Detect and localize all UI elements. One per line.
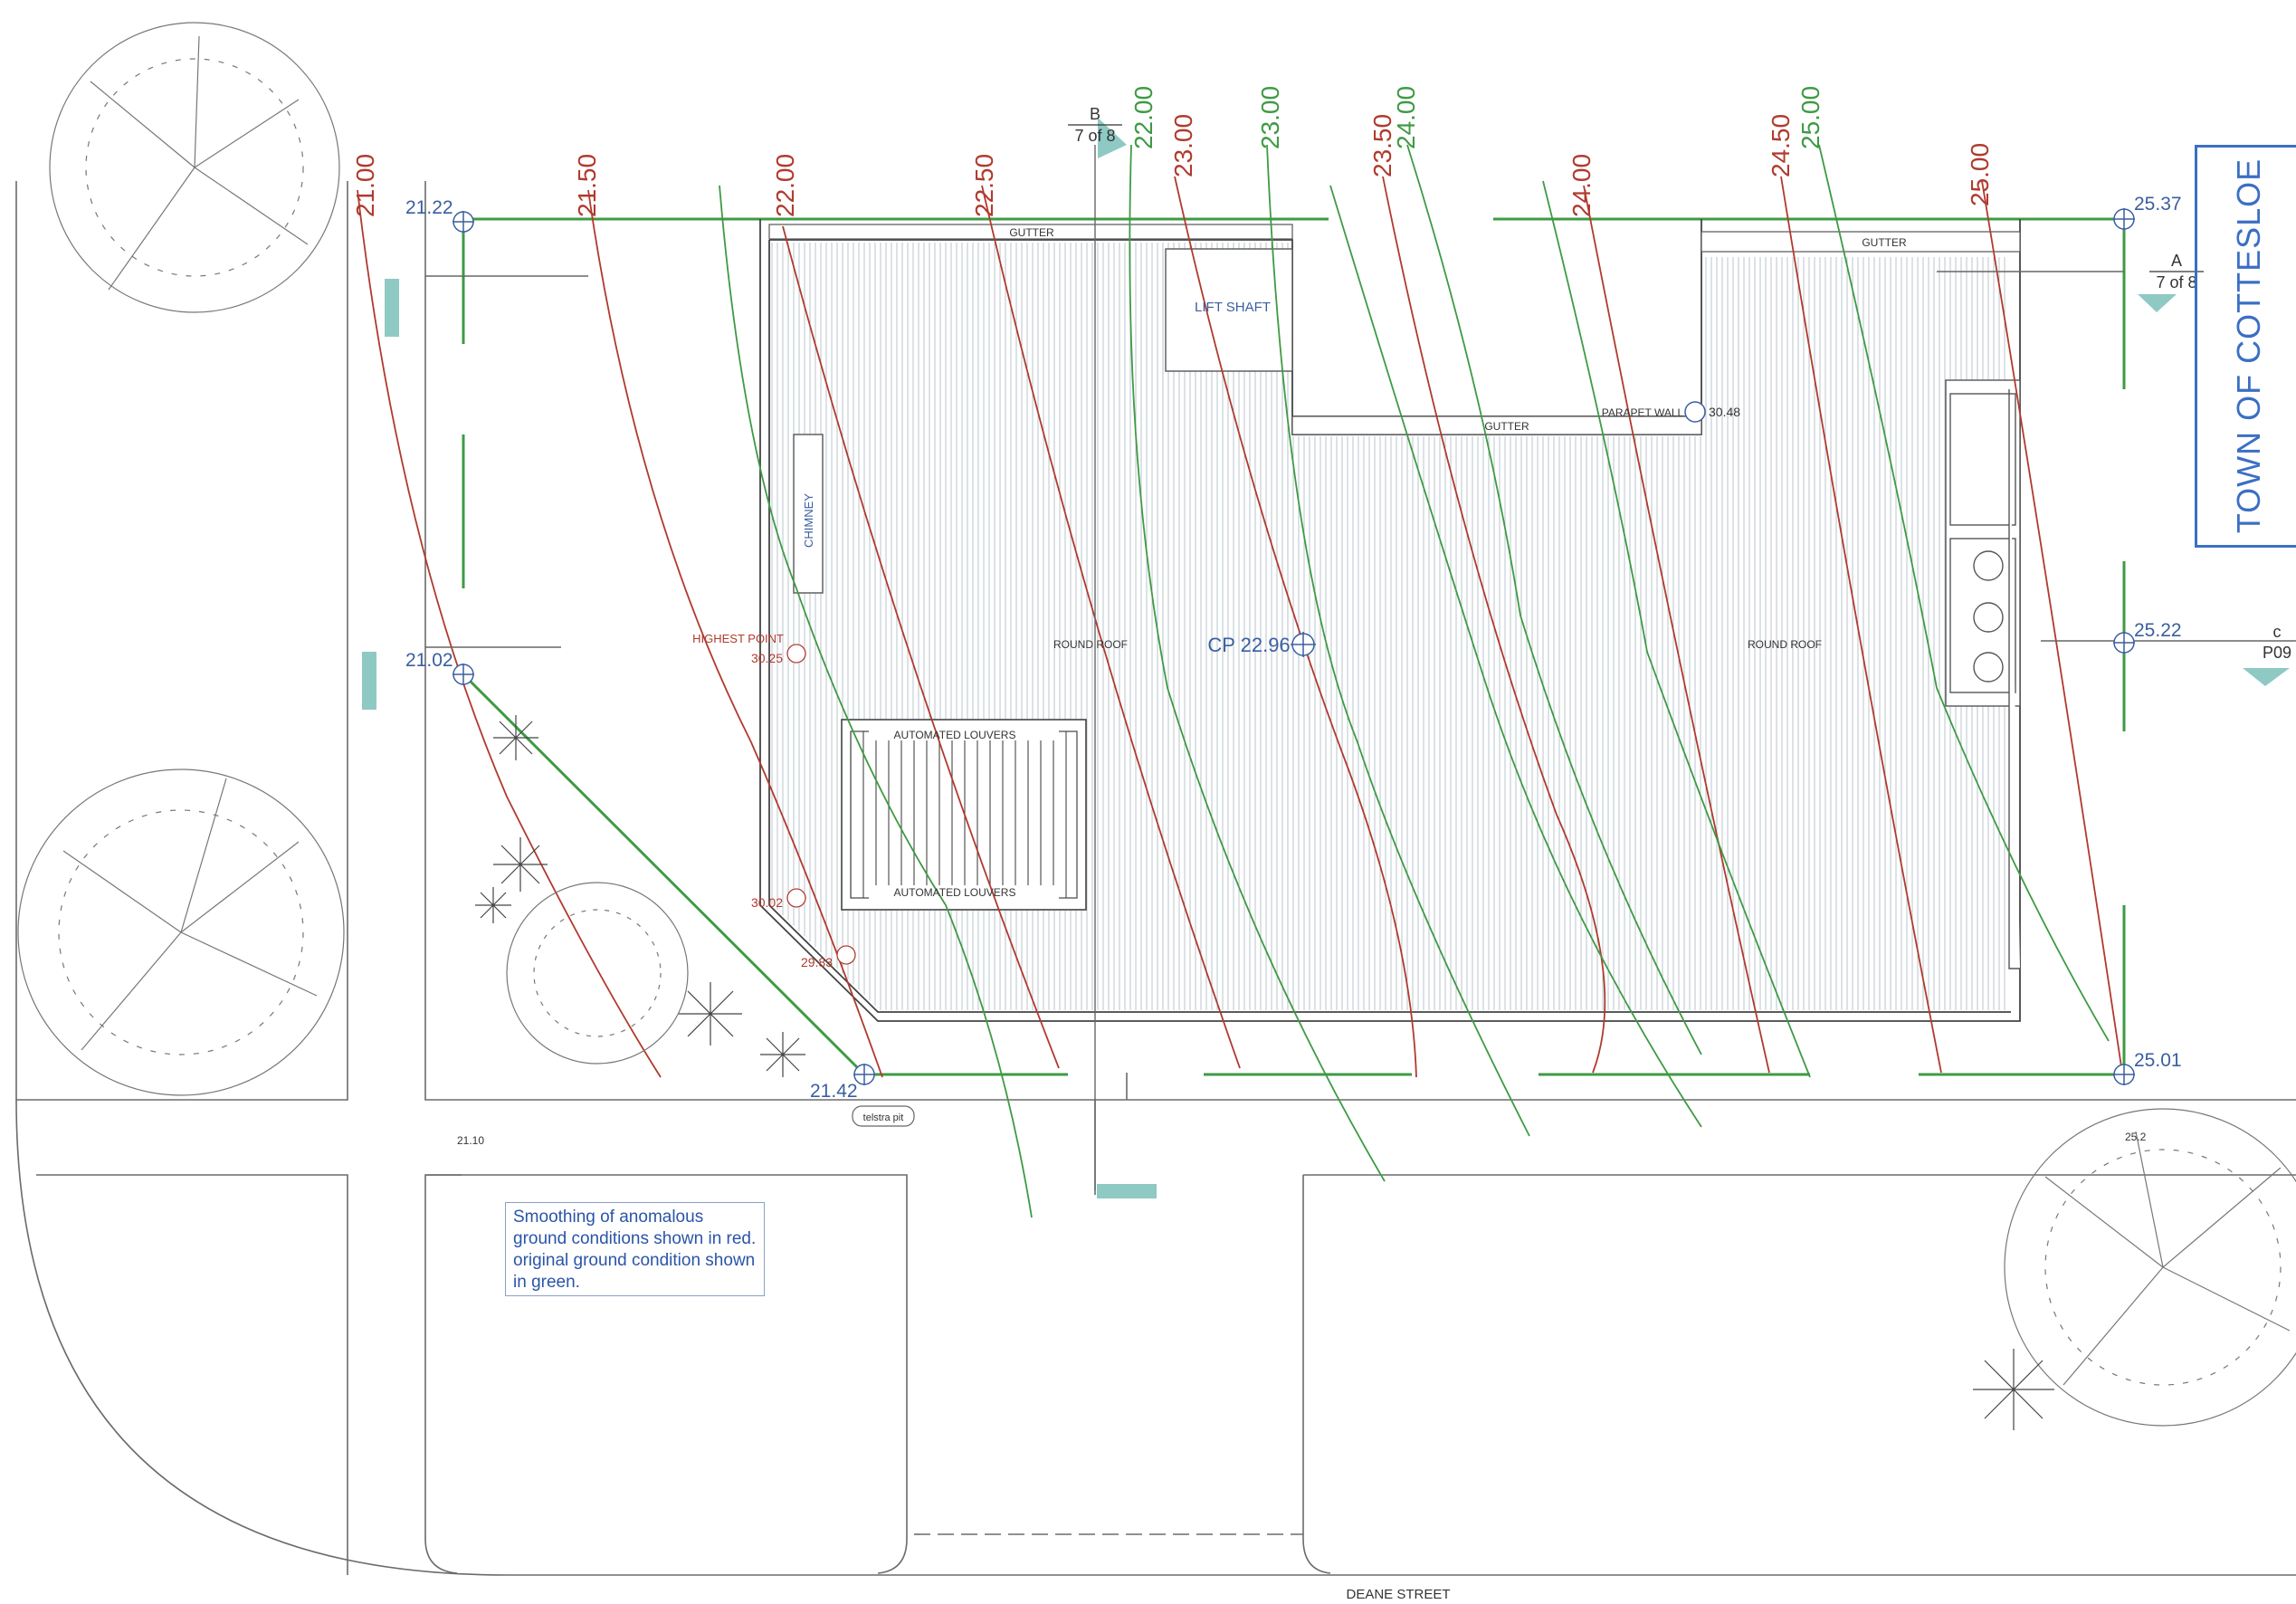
highest-point-label: HIGHEST POINT <box>692 632 784 645</box>
section-c-sheet: P09 <box>2263 644 2291 662</box>
section-arrows <box>362 118 2290 1198</box>
street-name: DEANE STREET <box>1346 1587 1450 1602</box>
red-contour-label: 21.00 <box>351 154 379 217</box>
red-contour-label: 23.00 <box>1169 114 1197 177</box>
level-mid-left: 21.02 <box>405 650 453 671</box>
building-labels: GUTTER GUTTER GUTTER LIFT SHAFT PARAPET … <box>457 226 2147 1602</box>
section-marker-lines <box>425 145 2296 1190</box>
round-roof-label-right: ROUND ROOF <box>1748 638 1822 651</box>
gutter-label-right: GUTTER <box>1862 236 1907 249</box>
parapet-wall-label: PARAPET WALL <box>1602 406 1684 419</box>
green-contour-label: 25.00 <box>1796 86 1824 149</box>
section-a-letter: A <box>2171 252 2182 270</box>
red-contour-label: 23.50 <box>1368 114 1396 177</box>
legend-note: Smoothing of anomalous ground conditions… <box>505 1202 765 1296</box>
section-labels: B 7 of 8 A 7 of 8 c P09 <box>1068 105 2291 662</box>
section-c-letter: c <box>2273 623 2282 641</box>
gutters <box>768 224 2021 435</box>
survey-pegs <box>453 208 2135 1085</box>
green-contour-label: 22.00 <box>1129 86 1158 149</box>
level-3002: 30.02 <box>751 895 783 910</box>
red-contour-label: 25.00 <box>1966 143 1994 206</box>
telstra-pit-label: telstra pit <box>863 1112 904 1123</box>
cp-level-label: CP 22.96 <box>1207 634 1290 656</box>
level-markers <box>786 644 856 965</box>
red-contour-label: 21.50 <box>573 154 601 217</box>
lift-shaft <box>1165 248 1293 372</box>
round-roof-label-left: ROUND ROOF <box>1053 638 1128 651</box>
level-top-right: 25.37 <box>2134 194 2182 215</box>
section-b-sheet: 7 of 8 <box>1074 127 1115 145</box>
spot-level-right: 25.2 <box>2125 1131 2147 1143</box>
level-bottom-left: 21.42 <box>810 1081 858 1102</box>
section-b-letter: B <box>1090 105 1100 123</box>
highest-point-level: 30.25 <box>751 651 783 665</box>
section-a-sheet: 7 of 8 <box>2156 273 2196 291</box>
louvers-label-top: AUTOMATED LOUVERS <box>894 729 1016 741</box>
spot-level-left: 21.10 <box>457 1134 484 1147</box>
tree-symbols <box>17 22 2296 1427</box>
red-contour-lines <box>357 176 2123 1078</box>
council-stamp <box>2195 145 2296 548</box>
louvers-label-bottom: AUTOMATED LOUVERS <box>894 886 1016 899</box>
green-contour-label: 24.00 <box>1392 86 1420 149</box>
council-stamp-text: TOWN OF COTTESLOE <box>2230 158 2267 534</box>
gutter-label-mid: GUTTER <box>1484 420 1529 433</box>
green-contour-lines <box>719 144 2110 1218</box>
palm-symbols <box>475 715 2054 1430</box>
chimney-label: CHIMNEY <box>802 493 815 548</box>
parapet-level: 30.48 <box>1709 405 1740 419</box>
level-2983: 29.83 <box>801 955 833 969</box>
right-equipment <box>1945 379 2021 969</box>
red-contour-label: 24.50 <box>1767 114 1795 177</box>
chimney <box>793 434 824 594</box>
street-outlines <box>15 181 2296 1576</box>
level-top-left: 21.22 <box>405 197 453 218</box>
red-contour-label: 22.50 <box>970 154 998 217</box>
level-bottom-right: 25.01 <box>2134 1050 2182 1071</box>
red-contour-label: 22.00 <box>771 154 799 217</box>
red-contour-label: 24.00 <box>1567 154 1596 217</box>
green-contour-labels: 22.00 23.00 24.00 25.00 <box>1129 86 1824 149</box>
telstra-pit <box>852 1105 915 1127</box>
corner-levels: 21.22 21.02 21.42 25.37 25.22 25.01 <box>405 194 2182 1102</box>
red-contour-labels: 21.00 21.50 22.00 22.50 23.00 23.50 24.0… <box>351 114 1994 217</box>
green-contour-label: 23.00 <box>1256 86 1284 149</box>
lift-shaft-label: LIFT SHAFT <box>1195 300 1271 315</box>
level-mid-right: 25.22 <box>2134 620 2182 641</box>
gutter-label-left: GUTTER <box>1009 226 1054 239</box>
